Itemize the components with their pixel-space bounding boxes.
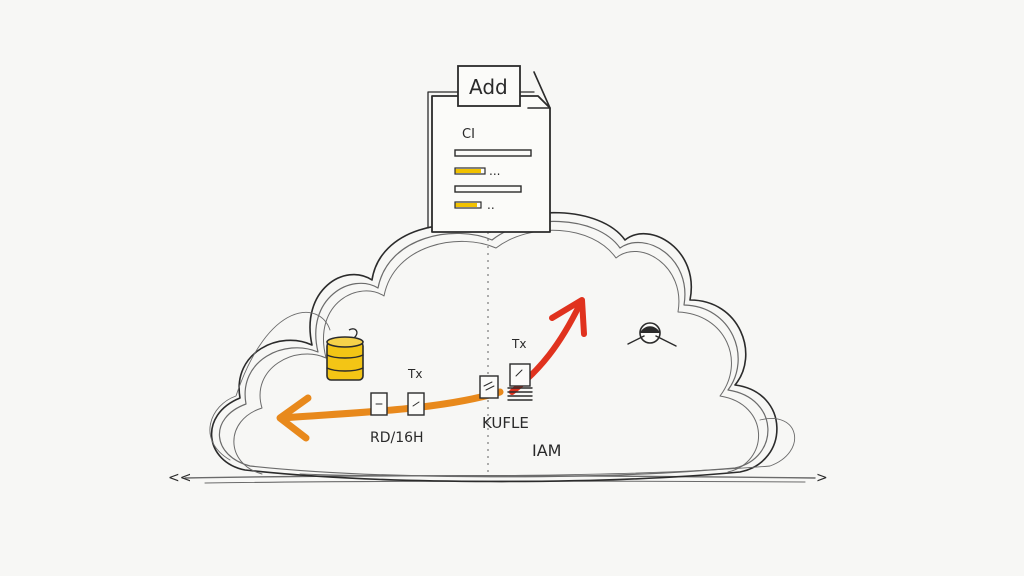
document-heading: CI bbox=[462, 127, 475, 142]
right-group-label: KUFLE bbox=[482, 414, 529, 432]
cloud-outline bbox=[209, 211, 796, 483]
tx-box-left-2 bbox=[407, 392, 425, 416]
left-group-label: RD/16H bbox=[370, 430, 424, 446]
add-tab-label: Add bbox=[469, 75, 508, 99]
tx-box-left-1 bbox=[370, 392, 388, 416]
database-icon bbox=[326, 328, 364, 381]
tx-box-right-1 bbox=[479, 375, 499, 399]
document-card: Add CI ... .. bbox=[427, 65, 551, 233]
tx-label-left: Tx bbox=[407, 367, 422, 381]
right-edge-mark: > bbox=[816, 470, 828, 486]
tx-label-right: Tx bbox=[511, 337, 526, 351]
tx-stack-right bbox=[507, 363, 533, 401]
add-tab: Add bbox=[457, 65, 521, 107]
iam-label: IAM bbox=[532, 441, 561, 460]
orange-flow-arrow bbox=[276, 388, 504, 442]
document-rows: ... .. bbox=[454, 149, 532, 212]
left-edge-mark: << bbox=[168, 470, 191, 486]
row-dots-2: .. bbox=[487, 198, 495, 212]
network-node-icon bbox=[627, 322, 677, 347]
row-dots-1: ... bbox=[489, 164, 500, 178]
